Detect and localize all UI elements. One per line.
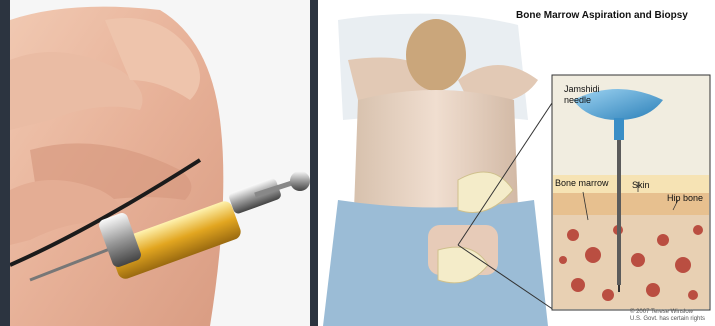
label-jamshidi-needle: Jamshidi needle [564, 84, 624, 106]
right-illustration-panel: Bone Marrow Aspiration and Biopsy Jamshi… [318, 0, 715, 326]
bone-marrow-illustration [318, 0, 715, 326]
label-skin: Skin [632, 180, 650, 190]
patient-head [406, 19, 466, 91]
copyright-line1: © 2007 Terese Winslow [630, 309, 693, 316]
figure-title: Bone Marrow Aspiration and Biopsy [516, 10, 688, 21]
left-photo-panel [10, 0, 310, 326]
copyright-line2: U.S. Govt. has certain rights [630, 316, 705, 323]
label-bone-marrow: Bone marrow [555, 178, 609, 188]
abdomen-syringe-illustration [10, 0, 310, 326]
label-hip-bone: Hip bone [667, 193, 703, 203]
